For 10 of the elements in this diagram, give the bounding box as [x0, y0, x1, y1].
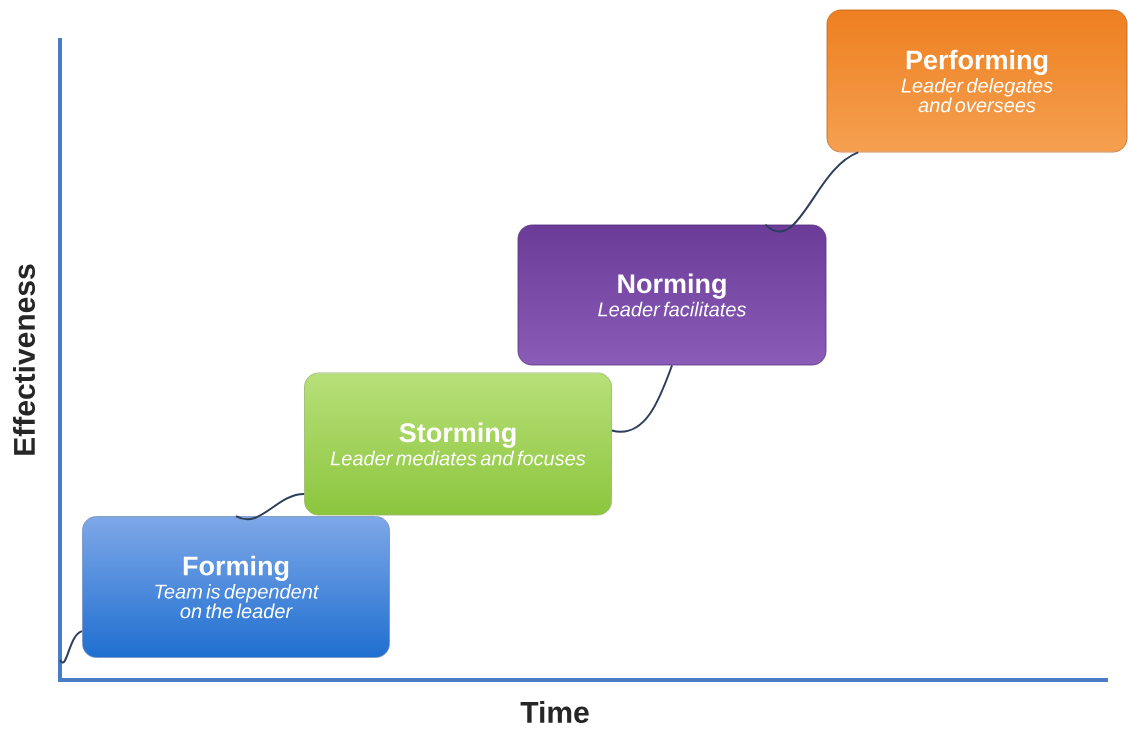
axis-label: Time	[520, 701, 589, 723]
stage-box: Storming Leader mediates and focuses	[304, 372, 612, 516]
curve-line	[59, 630, 84, 664]
stage-box: Forming Team is dependent on the leader	[82, 516, 390, 658]
curve-line	[610, 364, 673, 433]
stage-box: Norming Leader facilitates	[517, 224, 827, 366]
stage-box: Performing Leader delegates and oversees	[826, 9, 1128, 153]
axis-label: Effectiveness	[13, 264, 36, 455]
curve-line	[764, 151, 860, 233]
curve-line	[235, 493, 306, 521]
